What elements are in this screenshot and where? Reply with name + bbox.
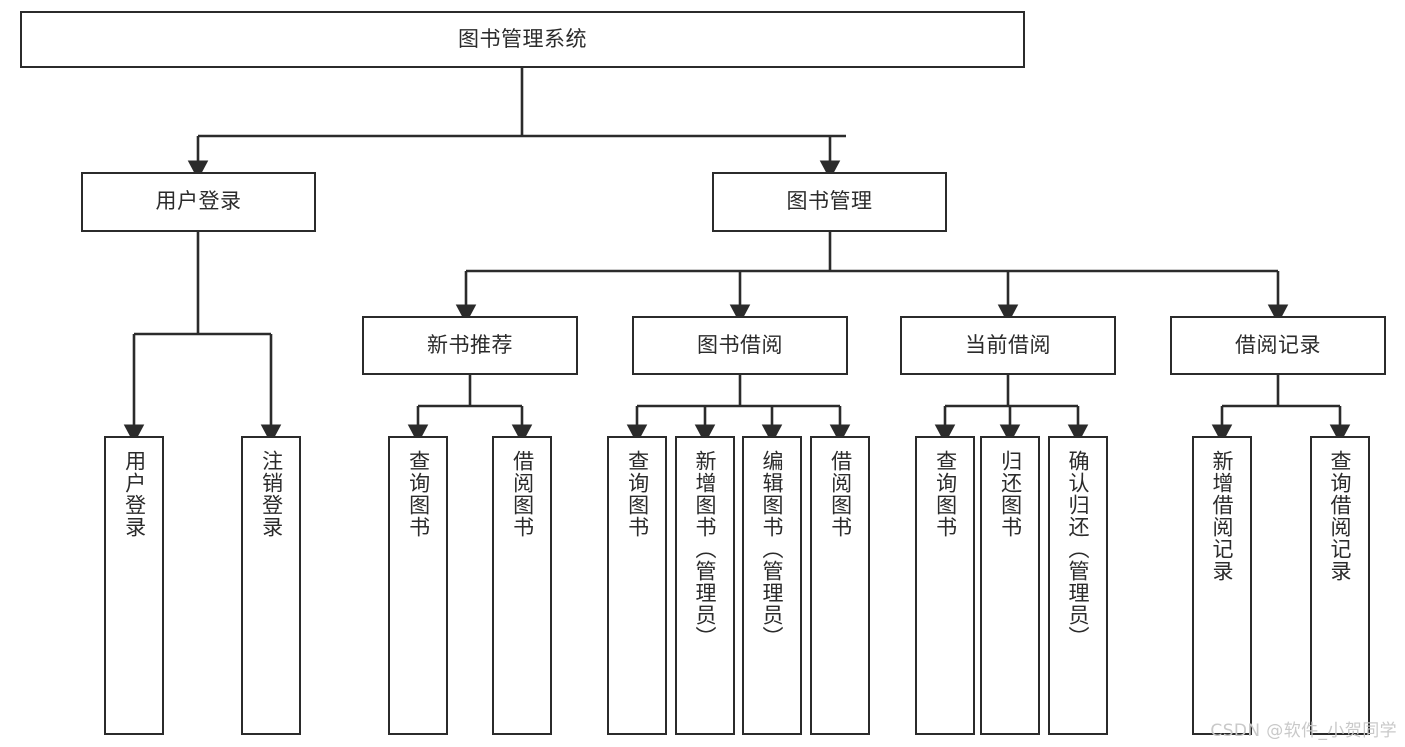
- leaf-user-login-logout[interactable]: 注销登录: [241, 436, 301, 735]
- node-book-borrow[interactable]: 图书借阅: [632, 316, 848, 375]
- node-new-book-recommend[interactable]: 新书推荐: [362, 316, 578, 375]
- leaf-user-login-login[interactable]: 用户登录: [104, 436, 164, 735]
- node-book-management[interactable]: 图书管理: [712, 172, 947, 232]
- node-label: 借阅图书: [828, 450, 853, 538]
- node-label: 查询借阅记录: [1328, 450, 1353, 582]
- leaf-current-borrow-query-book[interactable]: 查询图书: [915, 436, 975, 735]
- node-label: 借阅记录: [1235, 332, 1321, 357]
- node-label: 图书管理: [786, 189, 873, 214]
- node-label: 图书管理系统: [458, 26, 587, 51]
- node-label: 注销登录: [259, 450, 284, 538]
- leaf-borrow-record-query-record[interactable]: 查询借阅记录: [1310, 436, 1370, 735]
- node-label: 归还图书: [998, 450, 1023, 538]
- node-label: 编辑图书（管理员）: [760, 450, 785, 648]
- node-label: 用户登录: [155, 189, 242, 214]
- node-label: 查询图书: [406, 450, 431, 538]
- node-borrow-record[interactable]: 借阅记录: [1170, 316, 1386, 375]
- node-label: 确认归还（管理员）: [1066, 450, 1091, 648]
- node-label: 新增借阅记录: [1210, 450, 1235, 582]
- node-root-book-management-system[interactable]: 图书管理系统: [20, 11, 1025, 68]
- node-label: 查询图书: [625, 450, 650, 538]
- leaf-new-book-borrow-book[interactable]: 借阅图书: [492, 436, 552, 735]
- leaf-new-book-query-book[interactable]: 查询图书: [388, 436, 448, 735]
- node-label: 当前借阅: [965, 332, 1051, 357]
- leaf-book-borrow-edit-book[interactable]: 编辑图书（管理员）: [742, 436, 802, 735]
- leaf-current-borrow-return-book[interactable]: 归还图书: [980, 436, 1040, 735]
- node-label: 新书推荐: [427, 332, 513, 357]
- leaf-current-borrow-confirm-return[interactable]: 确认归还（管理员）: [1048, 436, 1108, 735]
- leaf-borrow-record-add-record[interactable]: 新增借阅记录: [1192, 436, 1252, 735]
- node-label: 借阅图书: [510, 450, 535, 538]
- leaf-book-borrow-borrow-book[interactable]: 借阅图书: [810, 436, 870, 735]
- leaf-book-borrow-query-book[interactable]: 查询图书: [607, 436, 667, 735]
- node-label: 新增图书（管理员）: [693, 450, 718, 648]
- node-current-borrow[interactable]: 当前借阅: [900, 316, 1116, 375]
- node-label: 用户登录: [122, 450, 147, 538]
- node-user-login[interactable]: 用户登录: [81, 172, 316, 232]
- leaf-book-borrow-add-book[interactable]: 新增图书（管理员）: [675, 436, 735, 735]
- node-label: 查询图书: [933, 450, 958, 538]
- node-label: 图书借阅: [697, 332, 783, 357]
- watermark-text: CSDN @软件_小贺同学: [1210, 721, 1397, 741]
